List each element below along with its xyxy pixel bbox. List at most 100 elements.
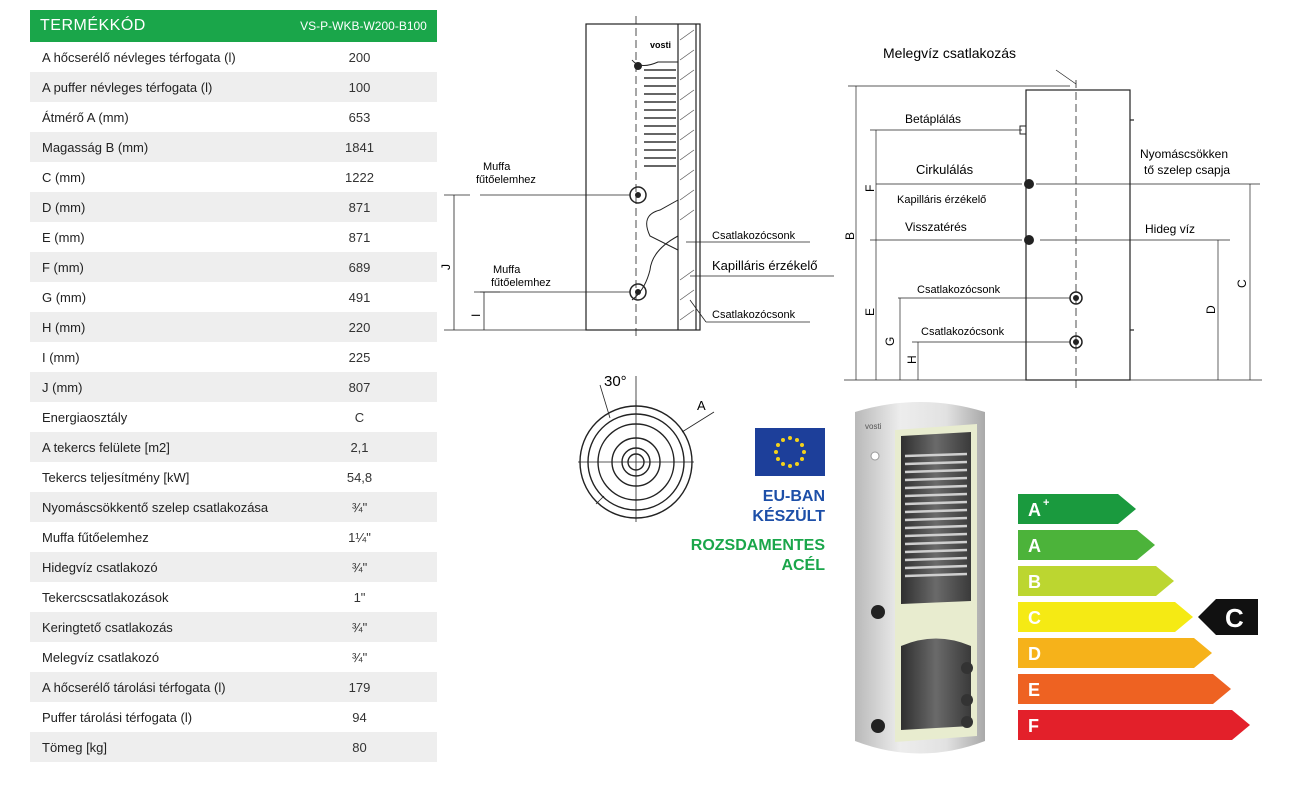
- muffa-label-2a: Muffa: [493, 264, 521, 276]
- row-label: I (mm): [42, 349, 80, 365]
- dim-A-label: A: [697, 398, 706, 413]
- row-value: 225: [348, 349, 371, 365]
- table-row: A puffer névleges térfogata (l) 100: [30, 72, 437, 102]
- row-label: Átmérő A (mm): [42, 109, 129, 125]
- energy-class-label: A: [1028, 536, 1041, 556]
- energy-class-label: E: [1028, 680, 1040, 700]
- row-value: ¾": [351, 559, 368, 575]
- row-value: 1": [353, 589, 366, 605]
- product-brand-logo: vosti: [865, 422, 882, 431]
- csatlakozocsonk-label: Csatlakozócsonk: [921, 326, 1005, 338]
- row-label: G (mm): [42, 289, 87, 305]
- row-value: 1841: [345, 139, 374, 155]
- row-label: Magasság B (mm): [42, 139, 149, 155]
- row-label: J (mm): [42, 379, 83, 395]
- energy-class-label: A: [1028, 500, 1041, 520]
- nyomascsokkento-label-b: tő szelep csapja: [1144, 163, 1230, 177]
- csatlakozocsonk-label: Csatlakozócsonk: [712, 309, 796, 321]
- front-drawing: Melegvíz csatlakozás Betáplálás Cirkulál…: [843, 45, 1262, 388]
- dim-B-label: B: [843, 232, 857, 240]
- table-row: Magasság B (mm) 1841: [30, 132, 437, 162]
- row-value: 689: [348, 259, 371, 275]
- header-key: TERMÉKKÓD: [40, 17, 146, 34]
- eu-made-line-2: KÉSZÜLT: [752, 508, 825, 525]
- stainless-line-2: ACÉL: [781, 557, 825, 574]
- table-row: J (mm) 807: [30, 372, 437, 402]
- stainless-badge: ROZSDAMENTES ACÉL: [680, 536, 825, 576]
- product-image: vosti: [855, 402, 985, 754]
- row-label: A tekercs felülete [m2]: [42, 439, 170, 455]
- row-value: 220: [348, 319, 371, 335]
- table-row: G (mm) 491: [30, 282, 437, 312]
- row-label: Tekercscsatlakozások: [42, 589, 169, 605]
- table-row: Melegvíz csatlakozó ¾": [30, 642, 437, 672]
- muffa-label-1b: fűtőelemhez: [476, 174, 536, 186]
- csatlakozocsonk-label: Csatlakozócsonk: [712, 230, 796, 242]
- table-row: Muffa fűtőelemhez 1¼": [30, 522, 437, 552]
- row-label: F (mm): [42, 259, 84, 275]
- muffa-label-1a: Muffa: [483, 161, 511, 173]
- row-value: 807: [348, 379, 371, 395]
- row-value: 871: [348, 199, 371, 215]
- energy-class-label: D: [1028, 644, 1041, 664]
- table-row: I (mm) 225: [30, 342, 437, 372]
- dim-C-label: C: [1235, 279, 1249, 288]
- energy-class-bar: B: [1018, 566, 1174, 596]
- table-row: Puffer tárolási térfogata (l) 94: [30, 702, 437, 732]
- row-label: Keringtető csatlakozás: [42, 619, 173, 635]
- kapillaris-label: Kapilláris érzékelő: [897, 194, 986, 206]
- row-label: Muffa fűtőelemhez: [42, 529, 149, 545]
- table-row: E (mm) 871: [30, 222, 437, 252]
- energy-class-bar: C: [1018, 602, 1193, 632]
- visszateres-label: Visszatérés: [905, 220, 967, 234]
- row-value: 94: [352, 709, 367, 725]
- table-row: A hőcserélő tárolási térfogata (l)179: [30, 672, 437, 702]
- table-row: Tekercs teljesítmény [kW]54,8: [30, 462, 437, 492]
- table-row: Átmérő A (mm)653: [30, 102, 437, 132]
- row-label: A hőcserélő tárolási térfogata (l): [42, 679, 226, 695]
- dim-H-label: H: [905, 355, 919, 364]
- eu-made-line-1: EU-BAN: [762, 488, 825, 505]
- energy-class-label: B: [1028, 572, 1041, 592]
- side-section-drawing: vosti Muffa fűtőelemhez Muffa fűtőelemhe…: [439, 16, 834, 340]
- row-label: Puffer tárolási térfogata (l): [42, 709, 193, 725]
- energy-class-label: C: [1028, 608, 1041, 628]
- row-value: 491: [348, 289, 371, 305]
- row-label: E (mm): [42, 229, 85, 245]
- row-label: A puffer névleges térfogata (l): [42, 79, 213, 95]
- energy-rating-marker: C: [1198, 599, 1258, 635]
- table-row: C (mm)1222: [30, 162, 437, 192]
- row-value: ¾": [351, 649, 368, 665]
- row-value: 1222: [345, 169, 374, 185]
- insulation-hatch: [679, 29, 695, 321]
- dim-F-label: F: [863, 185, 877, 192]
- row-label: H (mm): [42, 319, 86, 335]
- table-row: A tekercs felülete [m2] 2,1: [30, 432, 437, 462]
- row-value: 2,1: [350, 439, 369, 455]
- nyomascsokkento-label-a: Nyomáscsökken: [1140, 147, 1228, 161]
- table-row: D (mm)871: [30, 192, 437, 222]
- row-value: 1¼": [348, 529, 371, 545]
- row-label: A hőcserélő névleges térfogata (l): [42, 49, 236, 65]
- row-label: Melegvíz csatlakozó: [42, 649, 160, 665]
- tank-outline: [585, 23, 701, 331]
- row-value: 100: [348, 79, 371, 95]
- row-label: Tömeg [kg]: [42, 739, 108, 755]
- row-label: Hidegvíz csatlakozó: [42, 559, 158, 575]
- stainless-line-1: ROZSDAMENTES: [690, 537, 825, 554]
- row-value: 871: [348, 229, 371, 245]
- table-row: Tömeg [kg]80: [30, 732, 437, 762]
- dim-E-label: E: [863, 308, 877, 316]
- dim-D-label: D: [1204, 305, 1218, 314]
- energy-class-bar: D: [1018, 638, 1212, 668]
- energy-class-bar: F: [1018, 710, 1250, 740]
- muffa-label-2b: fűtőelemhez: [491, 277, 551, 289]
- dim-I-label: I: [469, 314, 483, 317]
- table-header: TERMÉKKÓD VS-P-WKB-W200-B100: [30, 10, 437, 42]
- dim-J-label: J: [439, 264, 453, 270]
- table-row: F (mm) 689: [30, 252, 437, 282]
